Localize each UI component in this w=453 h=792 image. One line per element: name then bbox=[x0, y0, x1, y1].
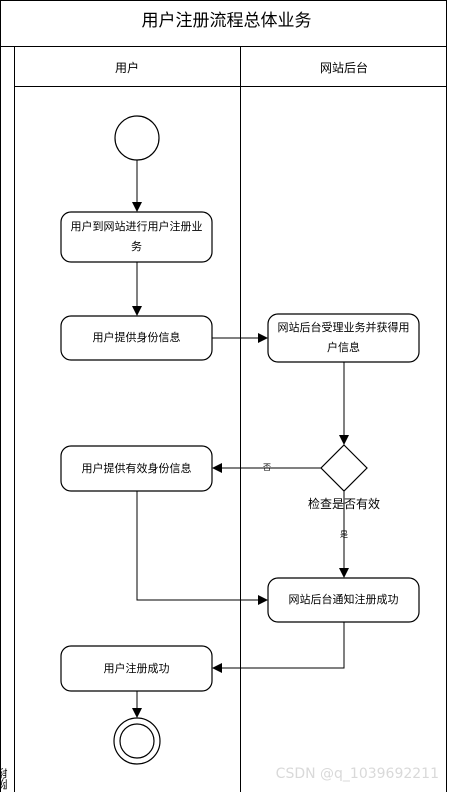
node-text-notify-success: 网站后台通知注册成功 bbox=[288, 593, 399, 606]
end-node-inner bbox=[119, 723, 155, 759]
edge-notify-to-success bbox=[212, 622, 345, 673]
stage-label: 阶段 bbox=[0, 768, 9, 790]
node-text-provide-id: 用户提供身份信息 bbox=[92, 331, 181, 344]
diagram-title: 用户注册流程总体业务 bbox=[141, 11, 312, 31]
node-text-site-accept: 网站后台受理业务并获得用户信息 bbox=[277, 321, 410, 354]
lane-label-user: 用户 bbox=[114, 61, 139, 75]
node-text-register-success: 用户注册成功 bbox=[103, 661, 170, 675]
watermark: CSDN @q_1039692211 bbox=[275, 766, 439, 782]
edge-label-no: 否 bbox=[263, 463, 271, 472]
edge-label-yes: 是 bbox=[340, 530, 348, 539]
node-text-provide-valid-id: 用户提供有效身份信息 bbox=[81, 461, 192, 475]
decision-label: 检查是否有效 bbox=[308, 497, 381, 511]
edge-valid-to-notify bbox=[136, 491, 268, 605]
lane-label-site: 网站后台 bbox=[319, 61, 368, 75]
start-node bbox=[114, 115, 160, 161]
node-text-user-register: 用户到网站进行用户注册业务 bbox=[70, 220, 203, 253]
decision-diamond bbox=[320, 444, 368, 492]
